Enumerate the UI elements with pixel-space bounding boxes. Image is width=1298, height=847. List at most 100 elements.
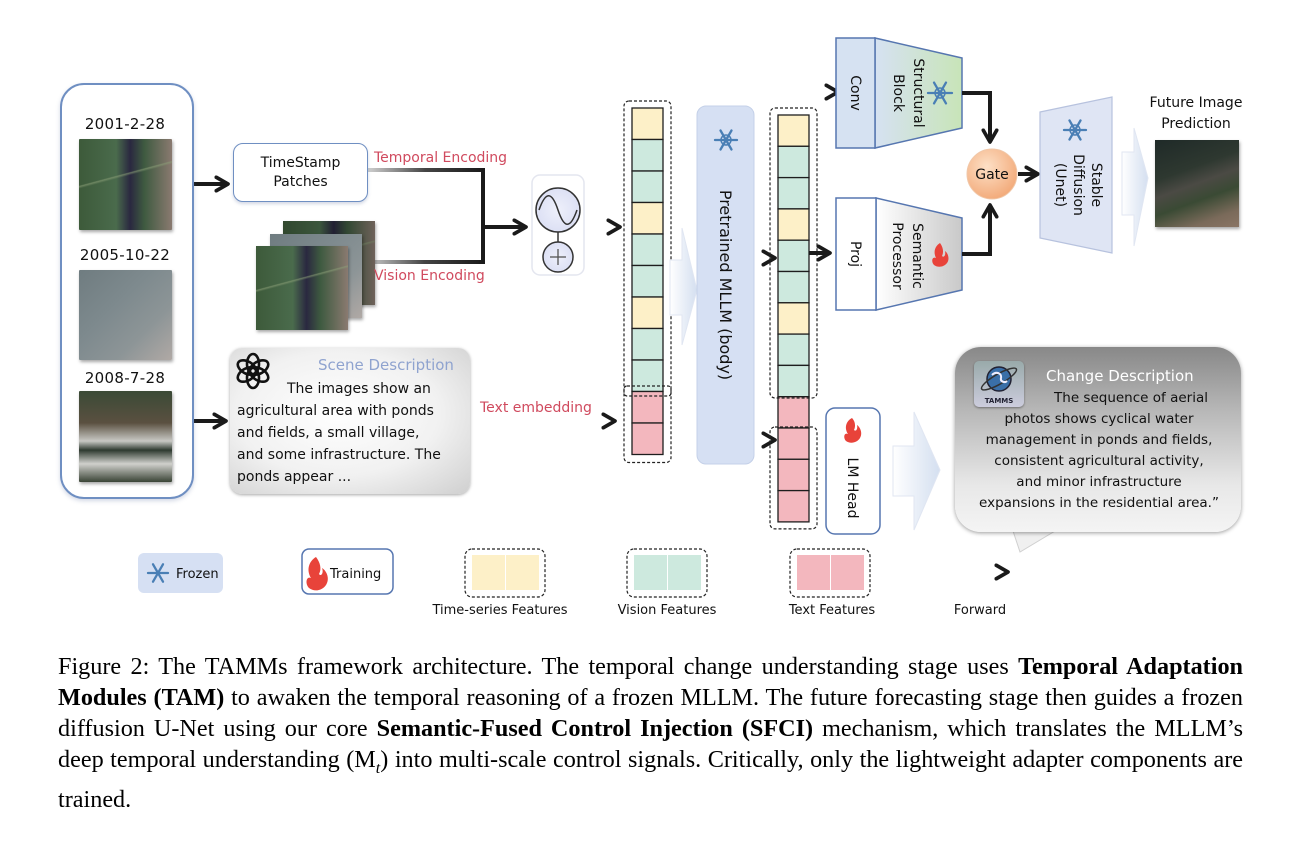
caption-text: Figure 2: The TAMMs framework architectu… — [58, 653, 1019, 680]
token-time — [631, 201, 664, 235]
structural-label: Structural — [910, 58, 926, 127]
caption-subscript: t — [375, 759, 381, 777]
token-vision — [631, 233, 664, 267]
legend-frozen: Frozen — [138, 553, 223, 593]
change-line: expansions in the residential area.” — [979, 495, 1219, 511]
temporal-encoding-label: Temporal Encoding — [374, 150, 508, 166]
snowflake-icon — [146, 563, 170, 583]
semantic-label: Semantic — [909, 223, 925, 289]
token-vision — [777, 145, 810, 179]
token-vision — [631, 264, 664, 298]
stacked-image-front — [256, 246, 348, 330]
token-text — [631, 422, 664, 456]
pretrained-mllm-block: Pretrained MLLM (body) — [696, 105, 755, 465]
input-to-mllm-arrow — [669, 227, 698, 346]
structural-to-gate — [962, 91, 990, 142]
token-time — [631, 296, 664, 330]
output-token-column — [769, 107, 818, 530]
text-embedding-label: Text embedding — [480, 400, 592, 416]
lmhead-to-description-arrow — [892, 411, 941, 531]
stable-diffusion-block: Stable Diffusion (Unet) — [1039, 96, 1113, 254]
scene-line: and fields, a small village, — [237, 425, 420, 441]
date-label-2: 2005-10-22 — [79, 246, 171, 264]
snowflake-icon — [1062, 119, 1088, 141]
legend-frozen-label: Frozen — [176, 567, 219, 582]
change-line: photos shows cyclical water — [1004, 411, 1194, 427]
token-vision — [631, 138, 664, 172]
input-token-column — [623, 100, 672, 464]
proj-block — [835, 197, 877, 311]
caption-bold-sfci: Semantic-Fused Control Injection (SFCI) — [376, 715, 814, 742]
token-time — [777, 208, 810, 241]
text-output-group — [769, 426, 818, 530]
scene-line: The images show an — [287, 381, 431, 397]
token-vision — [777, 176, 810, 210]
token-vision — [631, 327, 664, 361]
fusion-module — [531, 174, 585, 276]
caption-text: ) into multi-scale control signals. Crit… — [58, 746, 1244, 813]
date-label-3: 2008-7-28 — [84, 369, 166, 387]
token-time — [777, 114, 810, 147]
change-description-title: Change Description — [1046, 367, 1194, 385]
conv-block — [835, 37, 876, 149]
legend-forward-label: Forward — [954, 603, 1006, 618]
conv-label: Conv — [847, 75, 863, 111]
change-line: consistent agricultural activity, — [994, 453, 1204, 469]
proj-label: Proj — [847, 241, 863, 267]
token-text — [777, 427, 810, 460]
future-image-prediction-label: Future Image Prediction — [1136, 93, 1256, 135]
gate-node — [966, 148, 1018, 200]
legend-time-series: Time-series Features — [431, 548, 568, 618]
legend-text-label: Text Features — [788, 603, 876, 618]
flame-icon — [932, 243, 949, 267]
figure-caption: Figure 2: The TAMMs framework architectu… — [58, 651, 1243, 815]
mllm-label: Pretrained MLLM (body) — [716, 190, 735, 380]
legend-training: Training — [301, 548, 394, 595]
semantic-branch: Proj Semantic Processor — [835, 197, 963, 311]
semantic-to-gate — [962, 205, 990, 256]
token-vision — [631, 170, 664, 204]
lm-head-label: LM Head — [844, 458, 860, 519]
tamms-logo-text: TAMMS — [984, 397, 1014, 405]
future-label-line2: Prediction — [1161, 116, 1231, 132]
lm-head-block: LM Head — [825, 407, 881, 535]
scene-description-box — [230, 348, 470, 494]
legend: Frozen Training Time-series Features Vis… — [138, 548, 1008, 618]
token-text — [777, 396, 810, 429]
token-time — [631, 107, 664, 141]
legend-vision: Vision Features — [618, 548, 717, 618]
token-vision — [777, 270, 810, 304]
scene-line: ponds appear ... — [237, 469, 352, 485]
legend-vision-label: Vision Features — [618, 603, 717, 618]
change-line: The sequence of aerial — [1054, 390, 1208, 406]
legend-forward: Forward — [950, 572, 1008, 618]
diffusion-to-future-arrow — [1121, 127, 1149, 247]
scene-line: agricultural area with ponds — [237, 403, 434, 419]
future-image — [1155, 140, 1239, 227]
token-time — [777, 302, 810, 335]
token-vision — [777, 239, 810, 273]
snowflake-icon — [713, 129, 739, 151]
unet-label: (Unet) — [1052, 163, 1068, 207]
future-label-line1: Future Image — [1149, 95, 1243, 111]
patches-label: Patches — [273, 173, 328, 190]
scene-line: and some infrastructure. The — [237, 447, 441, 463]
change-line: and minor infrastructure — [1016, 474, 1182, 490]
diffusion-label: Diffusion — [1070, 154, 1086, 216]
stable-label: Stable — [1088, 163, 1104, 207]
scene-description-text: The images show an agricultural area wit… — [237, 378, 465, 488]
structural-branch: Conv Structural Block — [835, 37, 963, 149]
globe-icon — [980, 366, 1018, 392]
satellite-image-2008 — [79, 391, 172, 482]
flame-icon — [844, 418, 862, 443]
openai-logo-icon — [236, 352, 270, 390]
visual-output-group — [769, 107, 818, 399]
token-overlap-marker — [623, 385, 672, 397]
architecture-diagram: Pretrained MLLM (body) Conv Structural B… — [138, 37, 1149, 618]
vision-encoding-path — [366, 227, 485, 264]
caption-text: to awaken the temporal reasoning of a fr… — [58, 684, 1243, 742]
snowflake-icon — [926, 81, 954, 105]
processor-label: Processor — [889, 222, 905, 290]
tamms-logo: TAMMS — [974, 361, 1024, 407]
